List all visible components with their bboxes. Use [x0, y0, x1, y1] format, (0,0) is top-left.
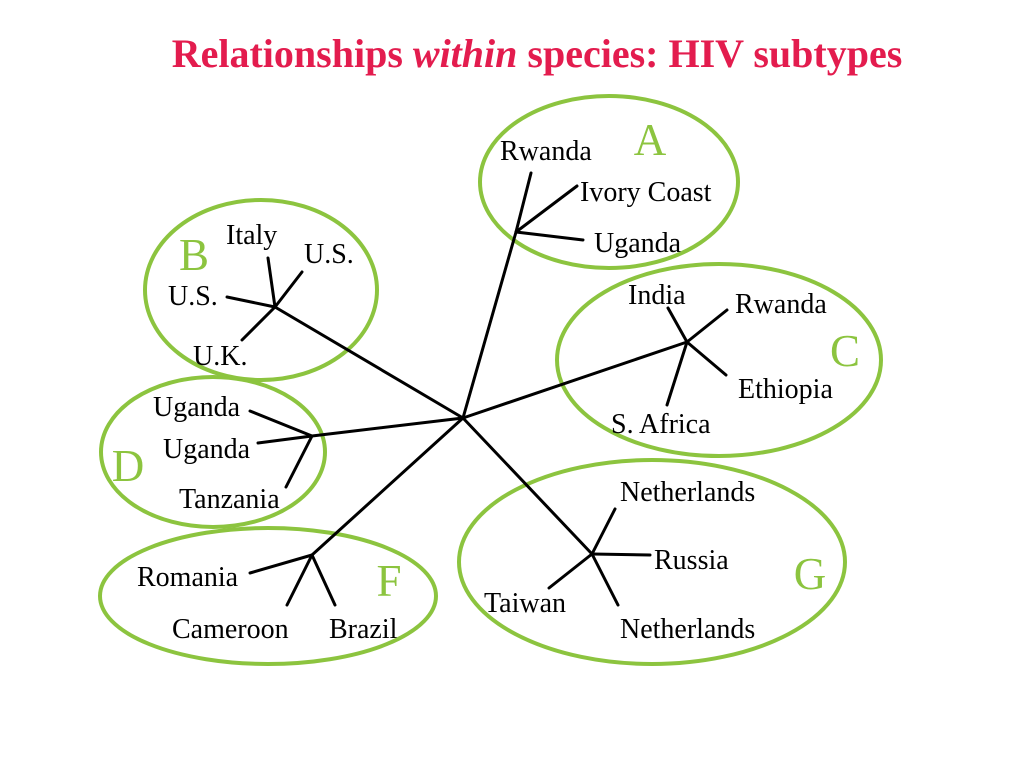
subtype-d-leaf-tanzania: Tanzania: [179, 484, 280, 515]
subtype-a-branch-ivory-coast: [514, 184, 579, 234]
subtype-f-branch-romania: [248, 553, 314, 575]
title-rest: species: HIV subtypes: [527, 31, 903, 76]
subtype-f-letter: F: [376, 556, 401, 606]
subtype-a-outline: [478, 94, 740, 270]
title-lead: Relationships: [171, 31, 403, 76]
subtype-g-leaf-netherlands-upper: Netherlands: [620, 477, 755, 508]
subtype-b-leaf-us-left: U.S.: [168, 281, 218, 312]
subtype-c-letter: C: [830, 326, 860, 376]
subtype-c-leaf-s-africa: S. Africa: [611, 409, 711, 440]
subtype-c-cluster: C India Rwanda Ethiopia S. Africa: [611, 280, 860, 440]
branch-root-to-subtype-g: [461, 416, 594, 556]
subtype-a-cluster: A Rwanda Ivory Coast Uganda: [500, 115, 712, 259]
branch-root-to-subtype-a: [461, 230, 518, 420]
subtype-c-branch-rwanda: [685, 308, 729, 344]
subtype-c-outline: [555, 262, 883, 458]
subtype-a-leaf-rwanda: Rwanda: [500, 136, 592, 167]
subtype-d-cluster: D Uganda Uganda Tanzania: [112, 392, 314, 515]
subtype-b-branch-us-upper: [273, 270, 304, 309]
subtype-f-leaf-brazil: Brazil: [329, 614, 398, 645]
cluster-outlines: [98, 94, 883, 666]
subtype-d-outline: [99, 375, 327, 529]
subtype-b-branch-us-left: [225, 295, 277, 309]
subtype-a-leaf-ivory-coast: Ivory Coast: [580, 177, 712, 208]
subtype-a-leaf-uganda: Uganda: [594, 228, 682, 259]
subtype-g-branch-russia: [590, 552, 652, 557]
subtype-c-branch-india: [666, 306, 689, 344]
subtype-d-leaf-uganda-lower: Uganda: [163, 434, 251, 465]
subtype-c-leaf-rwanda: Rwanda: [735, 289, 827, 320]
subtype-g-cluster: G Netherlands Russia Taiwan Netherlands: [484, 477, 826, 645]
subtype-c-branch-s-africa: [665, 340, 689, 407]
subtype-f-cluster: F Romania Cameroon Brazil: [137, 553, 402, 645]
subtype-g-outline: [457, 458, 847, 666]
subtype-g-branch-taiwan: [547, 552, 594, 590]
subtype-f-leaf-romania: Romania: [137, 562, 239, 593]
subtype-d-branch-tanzania: [284, 434, 314, 489]
subtype-b-branch-italy: [266, 256, 277, 309]
subtype-b-letter: B: [179, 230, 209, 280]
subtype-d-letter: D: [112, 441, 145, 491]
branch-root-to-subtype-f: [310, 416, 465, 557]
subtype-d-leaf-uganda-upper: Uganda: [153, 392, 241, 423]
trunk-branches: [273, 230, 689, 557]
branch-root-to-subtype-b: [273, 305, 465, 420]
subtype-c-leaf-ethiopia: Ethiopia: [738, 374, 833, 405]
subtype-a-branch-uganda: [514, 230, 585, 242]
subtype-g-branch-netherlands-lower: [590, 552, 620, 607]
subtype-g-leaf-taiwan: Taiwan: [484, 588, 566, 619]
subtype-g-leaf-netherlands-lower: Netherlands: [620, 614, 755, 645]
subtype-b-leaf-us-upper: U.S.: [304, 239, 354, 270]
subtype-g-letter: G: [794, 549, 827, 599]
branch-root-to-subtype-c: [461, 340, 689, 420]
subtype-c-branch-ethiopia: [685, 340, 728, 377]
subtype-c-leaf-india: India: [628, 280, 686, 311]
subtype-b-outline: [143, 198, 379, 382]
subtype-g-branch-netherlands-upper: [590, 507, 617, 556]
subtype-f-branch-cameroon: [285, 553, 314, 607]
subtype-b-leaf-italy: Italy: [226, 220, 277, 251]
subtype-d-branch-uganda-upper: [248, 409, 314, 438]
subtype-a-letter: A: [634, 115, 667, 165]
subtype-b-branch-uk: [240, 305, 277, 342]
subtype-b-leaf-uk: U.K.: [193, 341, 247, 372]
branch-root-to-subtype-d: [310, 416, 465, 438]
subtype-a-branch-rwanda: [514, 171, 533, 234]
subtype-f-leaf-cameroon: Cameroon: [172, 614, 289, 645]
subtype-b-cluster: B Italy U.S. U.S. U.K.: [168, 220, 354, 372]
subtype-f-branch-brazil: [310, 553, 337, 607]
subtype-d-branch-uganda-lower: [256, 434, 314, 445]
subtype-f-outline: [98, 526, 438, 666]
title-emphasis: within: [412, 31, 518, 76]
subtype-g-leaf-russia: Russia: [654, 545, 729, 576]
slide-title: Relationships within species: HIV subtyp…: [50, 34, 1024, 74]
